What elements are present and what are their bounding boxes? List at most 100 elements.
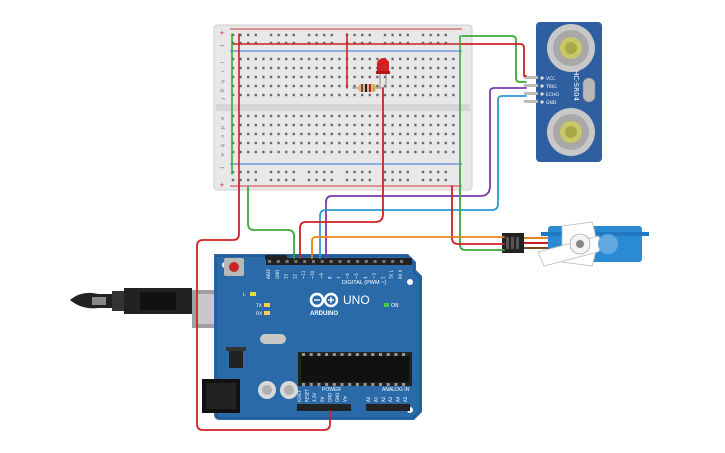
breadboard-hole [338, 57, 341, 61]
breadboard-hole [437, 141, 440, 145]
breadboard-hole [361, 41, 364, 45]
breadboard-hole [399, 150, 402, 154]
breadboard-hole [323, 57, 326, 61]
header-pin[interactable] [294, 260, 298, 263]
chip-pin [379, 383, 382, 386]
breadboard: + − − + j i h g f e d c b a [213, 24, 473, 191]
header-pin[interactable] [312, 260, 315, 263]
wire-red-5v[interactable] [196, 181, 331, 431]
breadboard-hole [429, 141, 432, 145]
wire-green-servo-gnd[interactable] [459, 169, 505, 251]
wire-green-sensor-vcc[interactable] [461, 35, 527, 83]
header-pin[interactable] [373, 260, 377, 263]
breadboard-hole [338, 141, 341, 145]
breadboard-hole [414, 141, 417, 145]
reset-button[interactable] [224, 258, 244, 276]
breadboard-hole [269, 132, 273, 136]
breadboard-hole [406, 123, 409, 127]
chip-pin [386, 383, 390, 386]
pin-label: A4 [396, 396, 401, 402]
breadboard-hole [277, 170, 280, 174]
breadboard-hole [353, 33, 356, 37]
header-pin[interactable] [364, 260, 368, 263]
wire-red-sensor[interactable] [461, 43, 527, 77]
led-icon[interactable] [376, 58, 390, 88]
header-pin[interactable] [347, 260, 351, 263]
breadboard-hole [399, 84, 402, 88]
breadboard-hole [345, 123, 349, 127]
breadboard-hole [399, 114, 402, 118]
breadboard-hole [429, 57, 432, 61]
breadboard-hole [307, 33, 311, 37]
breadboard-hole [239, 114, 242, 118]
breadboard-hole [292, 93, 295, 97]
breadboard-hole [421, 178, 425, 182]
breadboard-hole [323, 93, 326, 97]
breadboard-hole [414, 84, 417, 88]
breadboard-hole [383, 114, 387, 118]
header-pin[interactable] [303, 260, 307, 263]
wire-blue-echo[interactable] [319, 95, 527, 259]
breadboard-hole [239, 141, 242, 145]
breadboard-hole [323, 41, 326, 45]
row-letter: j [219, 61, 225, 63]
header-pin[interactable] [285, 260, 289, 263]
breadboard-center-channel [216, 104, 470, 111]
header-pin[interactable] [391, 260, 395, 263]
breadboard-hole [429, 33, 432, 37]
breadboard-hole [361, 66, 364, 70]
header-pin[interactable] [382, 260, 386, 263]
chip-pin [402, 353, 406, 356]
wire-red-servo-power[interactable] [451, 185, 505, 245]
header-pin[interactable] [320, 260, 324, 263]
breadboard-hole [444, 57, 447, 61]
breadboard-hole [383, 178, 387, 182]
header-pin[interactable] [338, 260, 342, 263]
breadboard-hole [269, 75, 273, 79]
breadboard-hole [323, 178, 326, 182]
breadboard-hole [437, 66, 440, 70]
breadboard-hole [307, 93, 311, 97]
breadboard-hole [285, 75, 288, 79]
breadboard-hole [399, 132, 402, 136]
resistor-icon[interactable] [352, 84, 384, 92]
header-pin[interactable] [276, 260, 280, 263]
wire-green-arduino-gnd[interactable] [247, 185, 295, 259]
ultrasonic-sensor-icon[interactable]: HC-SR04 VCC TRIG ECHO GND [524, 22, 602, 162]
breadboard-hole [391, 114, 394, 118]
breadboard-hole [277, 132, 280, 136]
analog-section-label: ANALOG IN [382, 387, 410, 393]
breadboard-hole [300, 114, 303, 118]
breadboard-hole [429, 150, 432, 154]
breadboard-hole [406, 75, 409, 79]
wire-red-led-pin13[interactable] [299, 87, 384, 259]
breadboard-hole [239, 84, 242, 88]
breadboard-hole [383, 84, 387, 88]
breadboard-hole [452, 93, 455, 97]
chip-pin [348, 353, 352, 356]
breadboard-hole [231, 123, 235, 127]
breadboard-hole [414, 132, 417, 136]
breadboard-hole [323, 84, 326, 88]
chip-pin [325, 383, 329, 386]
breadboard-hole [262, 93, 265, 97]
header-pin[interactable] [329, 260, 333, 263]
wire-purple-trig[interactable] [325, 87, 527, 259]
breadboard-hole [247, 93, 250, 97]
row-letter: i [219, 71, 225, 72]
rail-sign-top-minus: − [219, 42, 225, 50]
breadboard-hole [376, 84, 379, 88]
breadboard-hole [231, 132, 235, 136]
breadboard-hole [429, 84, 432, 88]
header-pin[interactable] [400, 260, 403, 263]
breadboard-hole [421, 84, 425, 88]
wire-orange-servo-signal[interactable] [311, 236, 505, 259]
header-pin[interactable] [268, 260, 271, 263]
breadboard-hole [345, 114, 349, 118]
servo-icon[interactable] [502, 221, 649, 267]
breadboard-hole [406, 132, 409, 136]
breadboard-hole [330, 150, 333, 154]
breadboard-hole [262, 66, 265, 70]
header-pin[interactable] [356, 260, 359, 263]
